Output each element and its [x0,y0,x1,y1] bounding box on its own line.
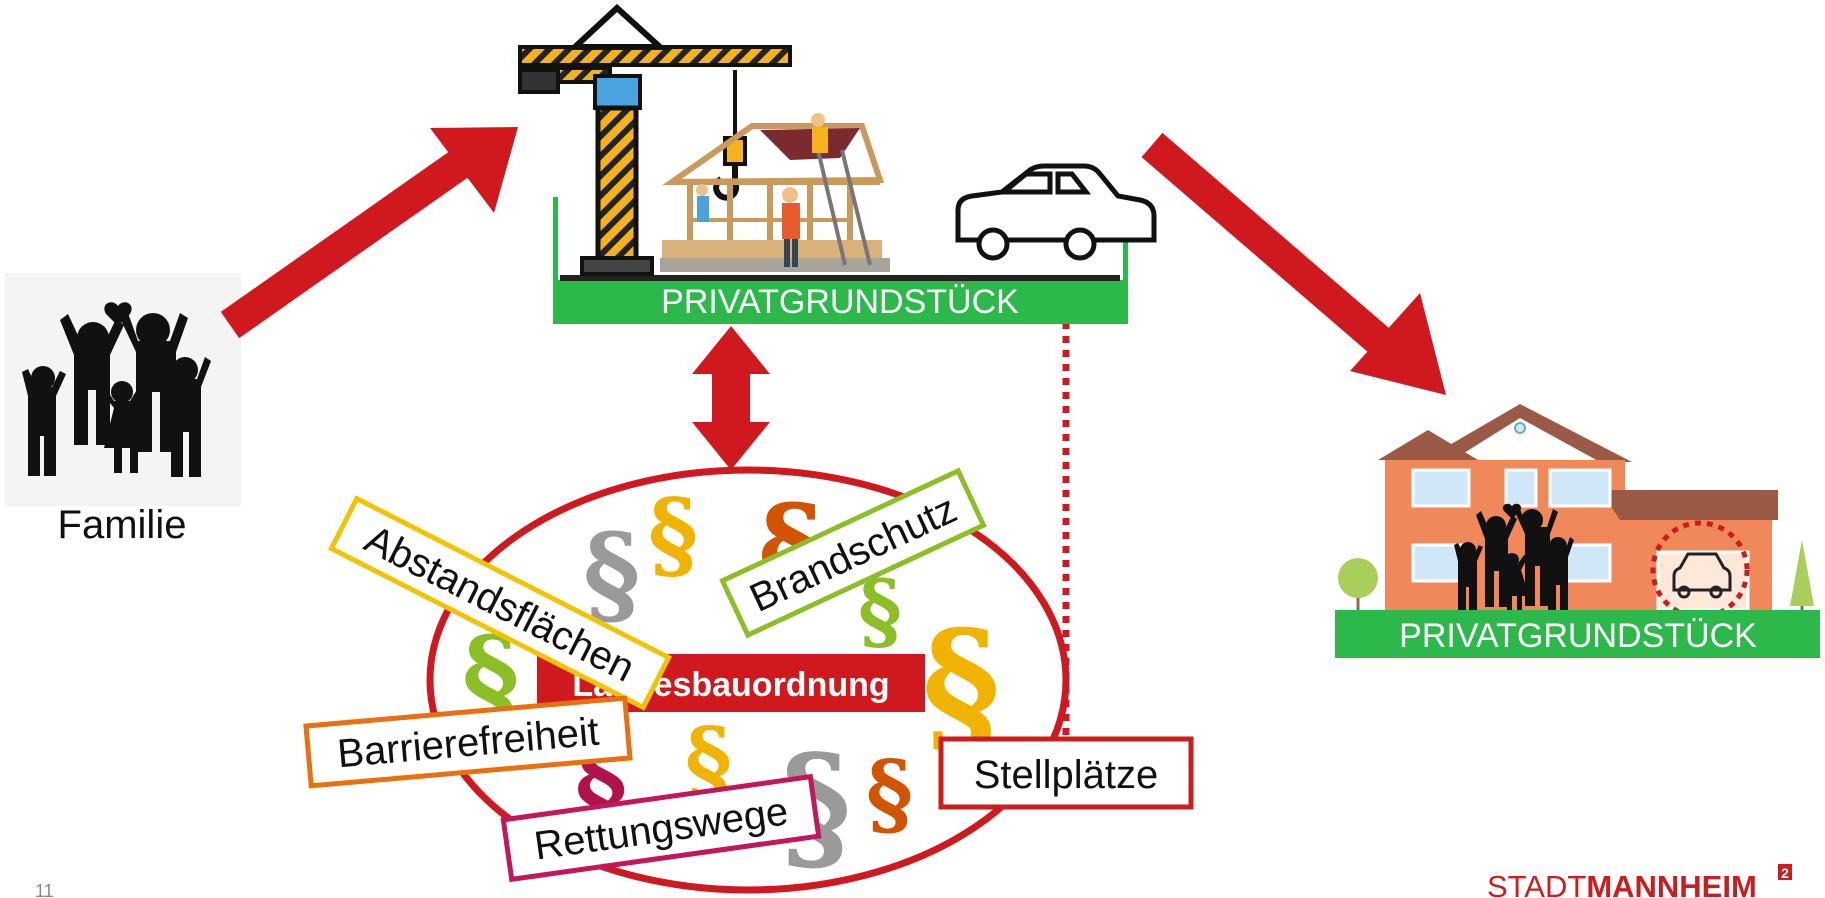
plot-right-label: PRIVATGRUNDSTÜCK [1399,617,1757,655]
tag-stellplaetze: Stellplätze [938,736,1194,810]
double-arrow-plot-law [692,326,770,470]
paragraph-symbol: § [866,741,913,847]
arrow-construction-to-house [1141,132,1446,395]
house-frame-icon [660,113,890,272]
plot-top-label: PRIVATGRUNDSTÜCK [661,283,1019,321]
city-logo: STADTMANNHEIM 2 [1487,864,1792,898]
construction-site: PRIVATGRUNDSTÜCK [518,3,1157,324]
paragraph-symbol: § [648,478,698,591]
logo-text-light: STADT [1487,869,1586,898]
finished-house: PRIVATGRUNDSTÜCK [1335,404,1820,658]
plot-top-left-edge [553,197,558,287]
crane-icon [518,3,792,276]
tree-icon [1790,540,1814,612]
family-icon [1454,503,1574,613]
car-icon [955,163,1157,261]
heart-icon [104,302,132,326]
logo-text-bold: MANNHEIM [1586,869,1757,898]
logo-superscript: 2 [1781,865,1789,881]
plot-right-bar [1335,610,1820,658]
family-group: Familie [5,273,241,547]
car-icon [1672,552,1732,599]
tag-barrierefreiheit: Barrierefreiheit [303,695,633,789]
plot-top-bar [553,280,1128,324]
logo-superscript-box [1778,864,1792,880]
family-label: Familie [58,503,187,547]
logo-text: STADTMANNHEIM [1487,869,1757,898]
law-ellipse-group: § § § § § § § § § § Landesbauordnung Abs… [303,466,1194,894]
family-icon [22,302,211,477]
arrow-family-to-construction [220,127,518,339]
page-number: 11 [35,881,54,898]
tree-icon [1338,558,1378,610]
tag-stellplaetze-label: Stellplätze [974,753,1159,797]
